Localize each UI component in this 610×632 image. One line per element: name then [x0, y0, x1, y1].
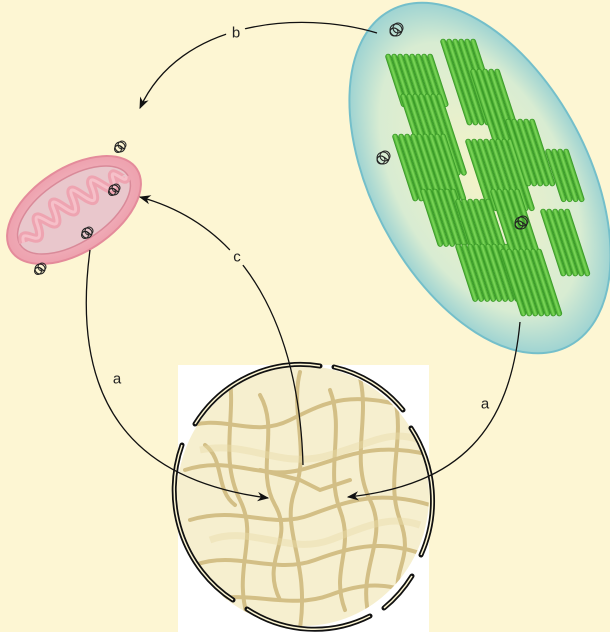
- label-a-right-text: a: [481, 396, 490, 413]
- label-c-text: c: [233, 249, 241, 266]
- label-b-text: b: [232, 25, 240, 42]
- arrow-b: [140, 22, 377, 108]
- label-a-left-text: a: [113, 371, 122, 388]
- mitochondrion: [0, 134, 160, 286]
- label-b: b: [226, 23, 246, 43]
- chloroplast: [295, 0, 610, 396]
- label-a-right: a: [475, 395, 495, 415]
- label-c: c: [227, 247, 247, 267]
- label-a-left: a: [107, 370, 127, 390]
